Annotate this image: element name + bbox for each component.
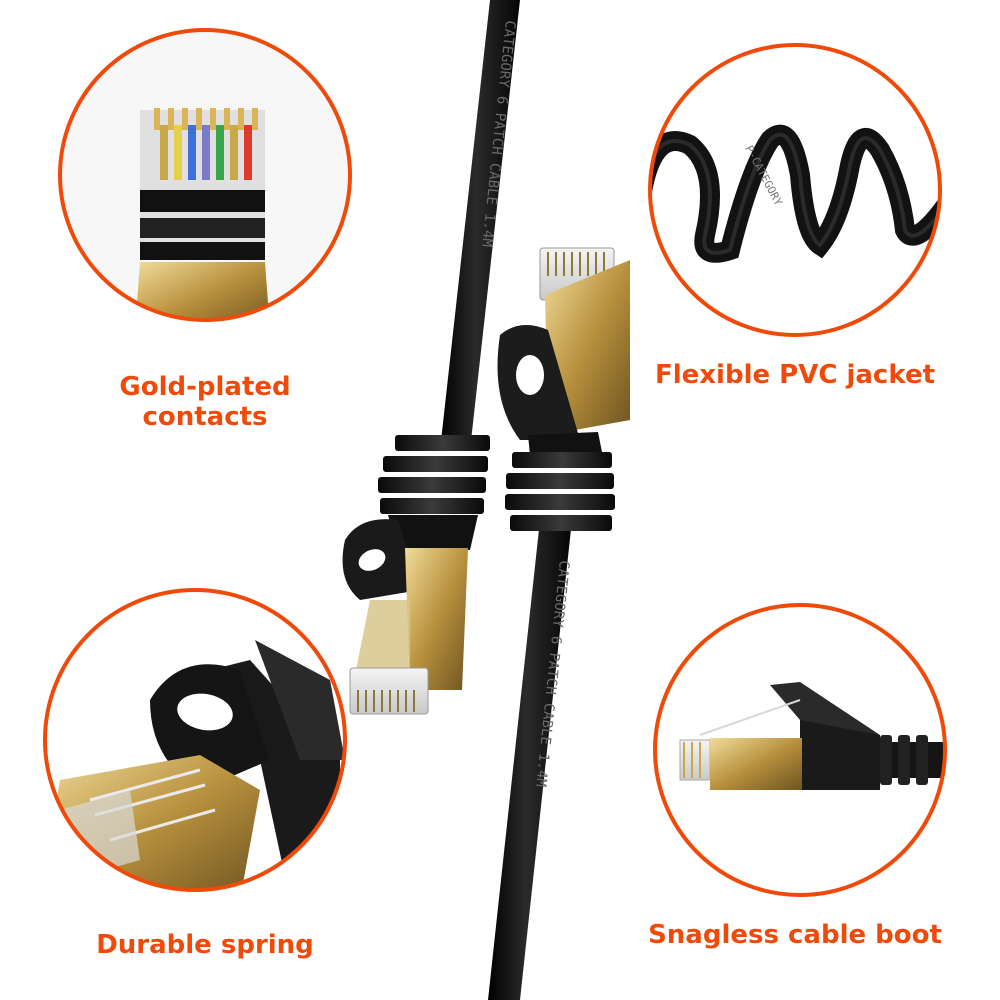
caption-snagless-cable-boot: Snagless cable boot [648, 920, 942, 950]
detail-circle-boot [653, 603, 947, 897]
detail-circle-spring [43, 588, 347, 892]
detail-circle-contacts [58, 28, 352, 322]
detail-circle-pvc: P-CATEGORY [648, 43, 942, 337]
detail-ring-contacts [58, 28, 352, 322]
caption-gold-line1: Gold-plated [119, 372, 291, 402]
detail-ring-spring [43, 588, 347, 892]
caption-durable-spring: Durable spring [96, 930, 314, 960]
caption-gold-plated-contacts: Gold-plated contacts [60, 372, 350, 432]
caption-flexible-pvc-jacket: Flexible PVC jacket [654, 360, 936, 390]
detail-ring-boot [653, 603, 947, 897]
main-cable-right: CATEGORY 6 PATCH CABLE 1.4M [488, 520, 572, 1000]
detail-ring-pvc [648, 43, 942, 337]
rj45-connector-left [342, 435, 490, 715]
caption-gold-line2: contacts [142, 402, 268, 432]
rj45-connector-right [497, 247, 630, 531]
